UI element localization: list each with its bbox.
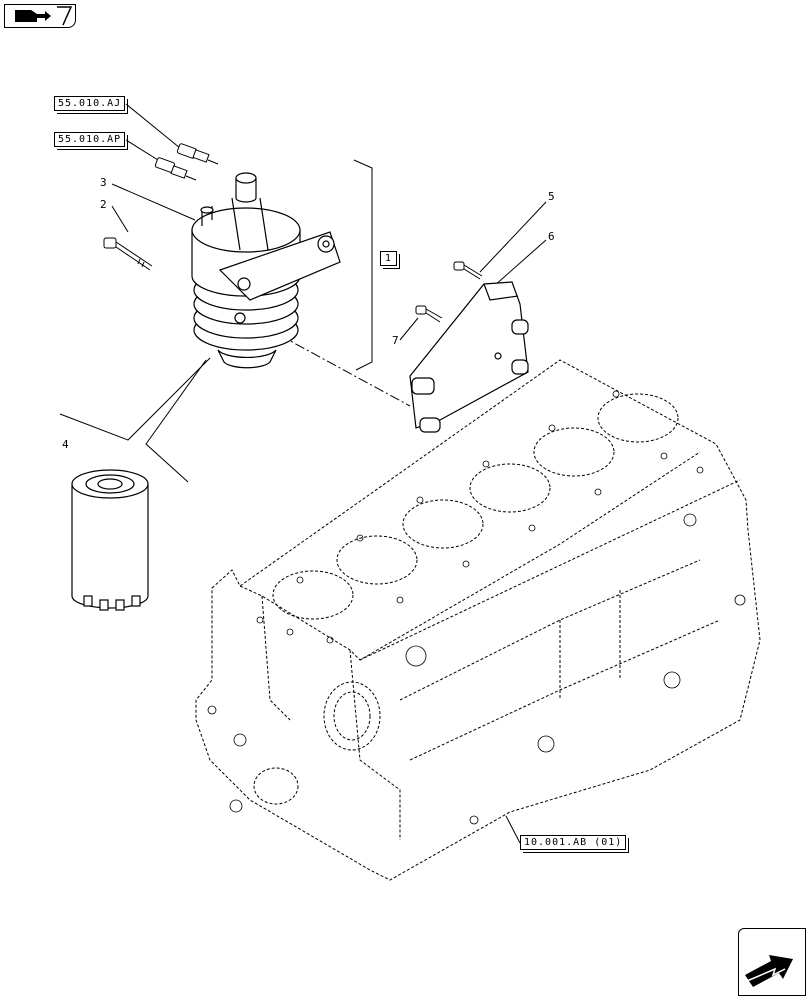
leader-lines — [59, 103, 547, 844]
callout-7: 7 — [392, 334, 399, 347]
reference-label: 10.001.AB (01) — [524, 837, 623, 848]
group-label: 1 — [385, 253, 393, 264]
engine-block-holes — [207, 390, 746, 825]
temperature-sensor-aj — [176, 143, 219, 165]
reference-link-10-001-ab[interactable]: 10.001.AB (01) — [520, 835, 630, 853]
group-label-1[interactable]: 1 — [380, 251, 401, 269]
reference-link-55-010-aj[interactable]: 55.010.AJ — [54, 96, 129, 114]
next-page-button[interactable] — [738, 928, 806, 996]
callout-2: 2 — [100, 198, 107, 211]
reference-link-55-010-ap[interactable]: 55.010.AP — [54, 132, 129, 150]
temperature-sensor-ap — [154, 157, 197, 181]
callout-6: 6 — [548, 230, 555, 243]
book-arrow-icon — [15, 6, 73, 26]
bolt-5 — [453, 261, 483, 280]
bolt-7 — [415, 305, 443, 323]
engine-block — [195, 359, 761, 881]
callout-4: 4 — [62, 438, 69, 451]
bolt-2 — [103, 237, 153, 271]
reference-label: 55.010.AP — [58, 134, 122, 145]
callout-5: 5 — [548, 190, 555, 203]
next-page-arrow-icon — [745, 955, 793, 987]
reference-label: 55.010.AJ — [58, 98, 122, 109]
bracket-6 — [409, 281, 529, 433]
prev-page-button[interactable] — [4, 4, 76, 28]
filter-support-3 — [191, 172, 341, 369]
callout-3: 3 — [100, 176, 107, 189]
filter-cartridge-4 — [71, 469, 149, 611]
